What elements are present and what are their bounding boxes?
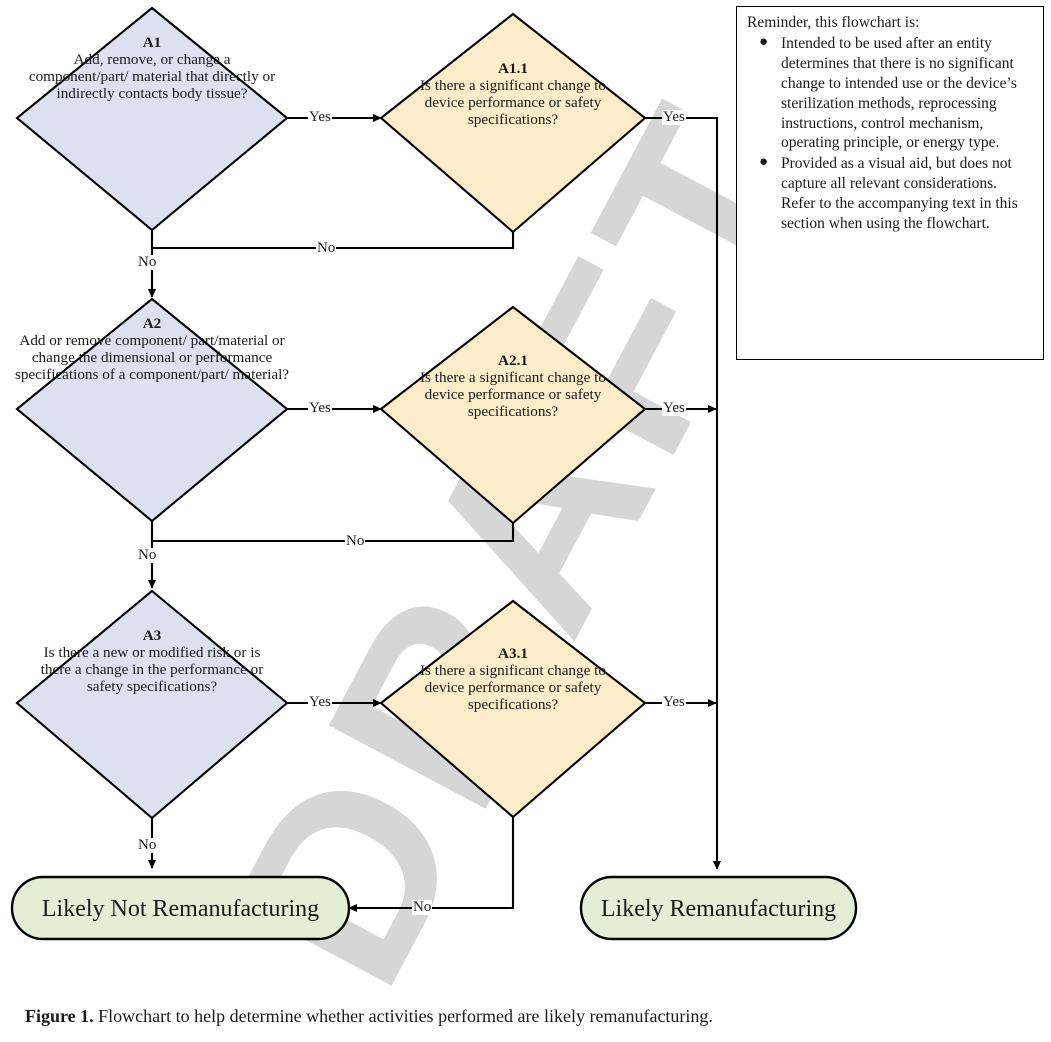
node-a2-1-code: A2.1 bbox=[498, 352, 528, 369]
node-a2-label: A2 Add or remove component/ part/materia… bbox=[14, 315, 290, 383]
node-likely-remanufacturing-shape[interactable] bbox=[579, 875, 858, 941]
node-a3-1-label: A3.1 Is there a significant change to de… bbox=[413, 645, 613, 713]
edge-a2-1-no bbox=[152, 523, 515, 543]
node-a2-1-shape[interactable] bbox=[379, 305, 647, 525]
node-a3-shape[interactable] bbox=[15, 589, 289, 820]
node-a3-label: A3 Is there a new or modified risk or is… bbox=[32, 627, 272, 695]
node-a2-1-label: A2.1 Is there a significant change to de… bbox=[413, 352, 613, 420]
node-a2-text: Add or remove component/ part/material o… bbox=[14, 332, 290, 384]
bullet-icon: ● bbox=[759, 33, 769, 50]
edge-label-a3-yes: Yes bbox=[308, 694, 332, 710]
reminder-item: ● Intended to be used after an entity de… bbox=[747, 34, 1035, 153]
node-a2-1-text: Is there a significant change to device … bbox=[420, 369, 606, 421]
edge-label-a3-no: No bbox=[137, 837, 158, 853]
figure-caption: Figure 1. Flowchart to help determine wh… bbox=[25, 1006, 713, 1027]
edge-a1-1-no bbox=[152, 232, 515, 250]
edge-label-a1-no: No bbox=[137, 254, 158, 270]
edge-a1-1-yes-rail bbox=[645, 116, 722, 870]
reminder-item-text: Intended to be used after an entity dete… bbox=[781, 34, 1017, 152]
edge-label-a2-yes: Yes bbox=[308, 400, 332, 416]
bullet-icon: ● bbox=[759, 154, 769, 171]
figure-caption-label: Figure 1. bbox=[25, 1006, 94, 1026]
node-a2-shape[interactable] bbox=[15, 297, 289, 523]
node-a3-code: A3 bbox=[142, 627, 162, 644]
edge-label-a1-1-yes: Yes bbox=[662, 109, 686, 125]
node-a1-label: A1 Add, remove, or change a component/pa… bbox=[27, 34, 277, 102]
node-a1-code: A1 bbox=[142, 34, 162, 51]
edge-label-a3-1-yes: Yes bbox=[662, 694, 686, 710]
edge-label-a3-1-no: No bbox=[412, 899, 433, 915]
node-a3-1-code: A3.1 bbox=[498, 645, 528, 662]
node-a3-1-shape[interactable] bbox=[379, 599, 647, 819]
edge-a3-1-no bbox=[348, 817, 515, 913]
reminder-item: ● Provided as a visual aid, but does not… bbox=[747, 154, 1035, 234]
node-a3-text: Is there a new or modified risk or is th… bbox=[40, 644, 264, 696]
node-a2-code: A2 bbox=[142, 315, 162, 332]
edge-label-a2-no: No bbox=[137, 547, 158, 563]
node-a1-text: Add, remove, or change a component/part/… bbox=[28, 51, 276, 103]
node-a1-1-code: A1.1 bbox=[498, 60, 528, 77]
node-a1-shape[interactable] bbox=[15, 6, 289, 232]
node-a1-1-label: A1.1 Is there a significant change to de… bbox=[413, 60, 613, 128]
reminder-lead: Reminder, this flowchart is: bbox=[747, 14, 920, 31]
node-a1-1-shape[interactable] bbox=[379, 12, 647, 234]
edge-label-a1-yes: Yes bbox=[308, 109, 332, 125]
node-a1-1-text: Is there a significant change to device … bbox=[420, 77, 606, 129]
edge-label-a2-1-yes: Yes bbox=[662, 400, 686, 416]
edge-label-a2-1-no: No bbox=[345, 533, 366, 549]
reminder-item-text: Provided as a visual aid, but does not c… bbox=[781, 155, 1018, 233]
node-a3-1-text: Is there a significant change to device … bbox=[420, 662, 606, 714]
node-likely-not-remanufacturing-shape[interactable] bbox=[10, 875, 351, 941]
figure-caption-text: Flowchart to help determine whether acti… bbox=[93, 1006, 713, 1026]
node-likely-remanufacturing-label: Likely Remanufacturing bbox=[600, 896, 837, 922]
reminder-list: ● Intended to be used after an entity de… bbox=[747, 34, 1035, 234]
edge-label-a1-1-no: No bbox=[316, 240, 337, 256]
node-likely-not-remanufacturing-label: Likely Not Remanufacturing bbox=[41, 896, 320, 922]
reminder-box: Reminder, this flowchart is: ● Intended … bbox=[736, 6, 1044, 360]
